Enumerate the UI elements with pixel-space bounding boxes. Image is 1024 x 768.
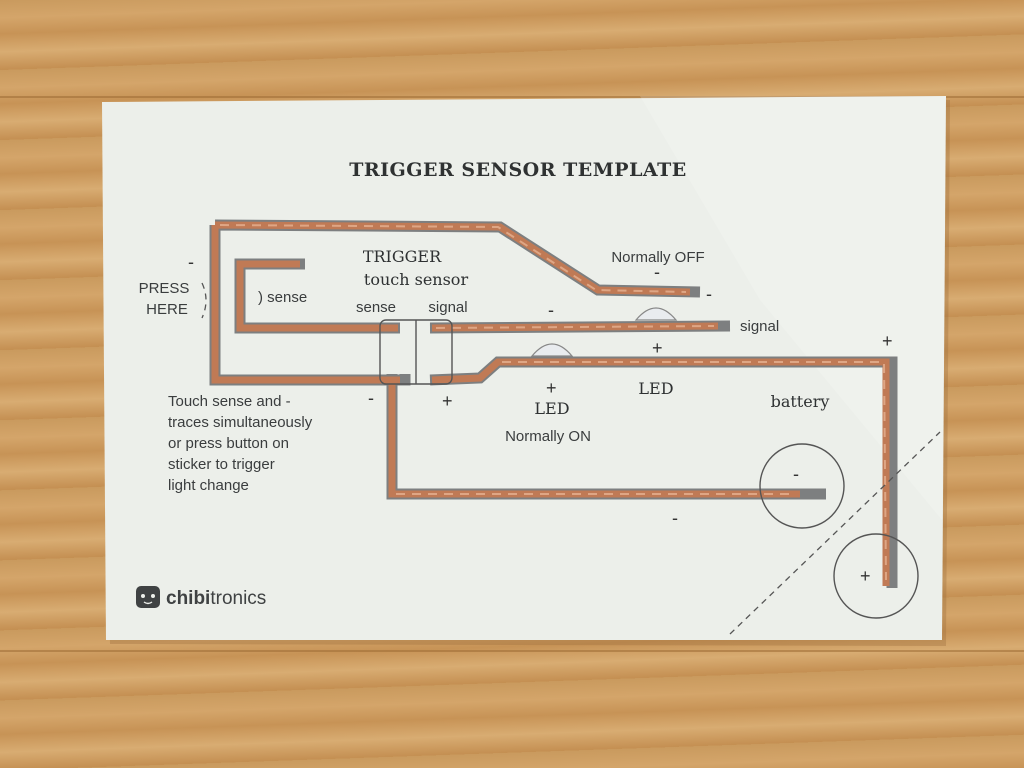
card-paper [102,96,946,640]
copper-battery-minus [388,378,800,498]
press-here-line1: PRESS [139,280,190,297]
brand-face-eye-left [141,594,145,598]
instruction-line: sticker to trigger [168,456,275,473]
instructions-block: Touch sense and - traces simultaneously … [168,393,313,494]
instruction-line: or press button on [168,435,289,452]
normally-off-label: Normally OFF [611,249,704,266]
led-sticker-off [634,307,678,321]
minus-bottom-symbol: - [672,508,678,528]
brand-logo: chibitronics [136,586,266,609]
brand-name-bold: chibi [166,588,210,609]
light-reflection [640,96,946,520]
normally-on-label: Normally ON [505,428,591,445]
battery-plus-circle [833,533,919,619]
led-label-right: LED [638,379,673,398]
page-title: TRIGGER SENSOR TEMPLATE [349,159,687,181]
brand-face-eye-right [151,594,155,598]
plus-sensor-bottom-symbol: + [442,391,453,411]
copper-outer-loop [211,221,691,384]
sense-side-label: ) sense [258,289,307,306]
battery-plus-symbol: + [860,566,871,586]
instruction-line: Touch sense and - [168,393,291,410]
battery-minus-circle [759,443,845,529]
sensor-title: TRIGGER [363,247,442,266]
copper-shine-4 [435,325,715,329]
brand-face-icon [136,586,160,608]
plus-battery-top-symbol: + [882,331,893,351]
sensor-subtitle: touch sensor [364,270,469,289]
copper-shine-1 [219,224,687,293]
floor-seam-top [0,96,1024,98]
signal-label-top: signal [428,299,467,316]
copper-tape-group [211,221,890,586]
brand-name-regular: tronics [210,588,266,609]
copper-signal [431,322,719,332]
battery-fold-line [729,431,941,635]
minus-left-symbol: - [188,252,194,272]
minus-off-right-symbol: - [706,284,712,304]
minus-off-top-symbol: - [654,262,660,282]
led-label-left: LED [534,399,569,418]
sense-label-top: sense [356,299,396,316]
minus-on-top-symbol: - [548,300,554,320]
signal-right-label: signal [740,318,779,335]
press-here-outline [201,282,207,319]
plus-on-bottom-symbol: + [546,378,557,398]
press-here-line2: HERE [146,301,188,318]
floor-seam-bottom [0,650,1024,652]
plus-led-right-symbol: + [652,338,663,358]
brand-face-mouth [143,601,153,605]
instruction-line: traces simultaneously [168,414,313,431]
copper-led-on [431,358,890,586]
battery-label: battery [771,392,830,411]
brand-name: chibitronics [166,588,266,609]
led-sticker-on [530,343,574,357]
battery-minus-symbol: - [793,464,799,484]
copper-sense-inner [236,260,398,332]
instruction-line: light change [168,477,249,494]
minus-sensor-bottom-symbol: - [368,388,374,408]
